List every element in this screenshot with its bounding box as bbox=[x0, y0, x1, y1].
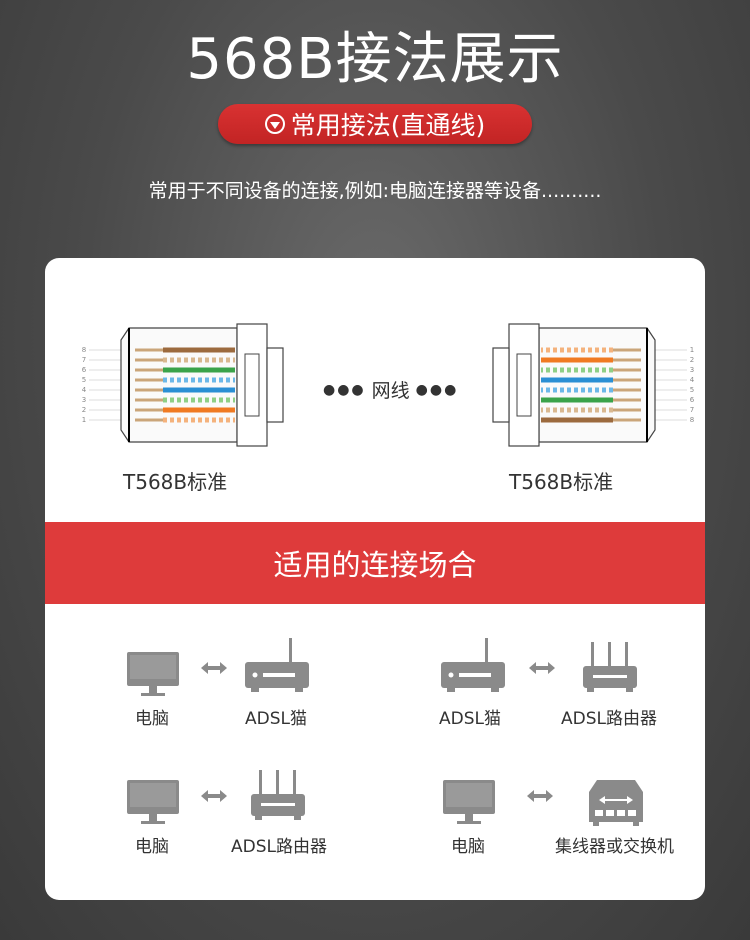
bidirectional-arrow-icon bbox=[201, 790, 227, 802]
pin-number: 4 bbox=[82, 386, 87, 394]
pin-number: 6 bbox=[82, 366, 87, 374]
dots-icon: ●●● bbox=[323, 381, 366, 398]
pin-number: 2 bbox=[690, 356, 694, 364]
pin-numbers-left: 8 7 6 5 4 3 2 1 bbox=[82, 346, 87, 424]
switch-icon bbox=[589, 780, 643, 826]
monitor-icon bbox=[127, 780, 179, 824]
scenario-1: 电脑 ADSL猫 bbox=[105, 638, 335, 729]
section-header: 适用的连接场合 bbox=[45, 522, 705, 604]
modem-icon bbox=[245, 638, 309, 692]
scenario-4: 电脑 集线器或交换机 bbox=[425, 766, 685, 860]
page-title: 568B接法展示 bbox=[186, 27, 564, 92]
scenario-left-label: 电脑 bbox=[135, 709, 169, 729]
chevron-down-circle-icon bbox=[264, 114, 285, 134]
pin-number: 3 bbox=[82, 396, 86, 404]
content-card: 8 7 6 5 4 3 2 1 bbox=[45, 258, 705, 900]
pin-number: 7 bbox=[690, 406, 694, 414]
pin-number: 4 bbox=[690, 376, 695, 384]
scenario-left-label: 电脑 bbox=[451, 837, 485, 857]
scenario-right-label: ADSL路由器 bbox=[231, 837, 327, 857]
pin-number: 7 bbox=[82, 356, 86, 364]
router-icon bbox=[583, 642, 637, 692]
monitor-icon bbox=[127, 652, 179, 696]
router-icon bbox=[251, 770, 305, 820]
scenario-left-label: 电脑 bbox=[135, 837, 169, 857]
pin-number: 5 bbox=[82, 376, 86, 384]
wiring-type-badge: 常用接法(直通线) bbox=[218, 104, 532, 144]
pin-number: 5 bbox=[690, 386, 694, 394]
pin-number: 1 bbox=[690, 346, 694, 354]
cable-label: ●●● 网线 ●●● bbox=[323, 380, 459, 402]
standard-label-right: T568B标准 bbox=[509, 470, 614, 494]
pin-number: 6 bbox=[690, 396, 695, 404]
rj45-connector-right: 1 2 3 4 5 6 7 8 bbox=[492, 323, 695, 447]
standard-label-left: T568B标准 bbox=[123, 470, 228, 494]
scenario-2: ADSL猫 ADSL路由器 bbox=[435, 638, 675, 729]
bidirectional-arrow-icon bbox=[527, 790, 553, 802]
modem-icon bbox=[441, 638, 505, 692]
dots-icon: ●●● bbox=[415, 381, 459, 398]
wiring-type-label: 常用接法(直通线) bbox=[290, 111, 486, 140]
pin-number: 3 bbox=[690, 366, 694, 374]
pin-numbers-right: 1 2 3 4 5 6 7 8 bbox=[690, 346, 695, 424]
pin-number: 2 bbox=[82, 406, 86, 414]
pin-number: 8 bbox=[690, 416, 694, 424]
pin-number: 1 bbox=[82, 416, 86, 424]
scenario-3: 电脑 ADSL路由器 bbox=[105, 766, 365, 860]
monitor-icon bbox=[443, 780, 495, 824]
bidirectional-arrow-icon bbox=[529, 662, 555, 674]
scenario-right-label: ADSL路由器 bbox=[561, 709, 657, 729]
bidirectional-arrow-icon bbox=[201, 662, 227, 674]
scenario-left-label: ADSL猫 bbox=[439, 709, 501, 729]
scenario-right-label: 集线器或交换机 bbox=[555, 837, 674, 857]
usage-description: 常用于不同设备的连接,例如:电脑连接器等设备.......... bbox=[148, 180, 602, 202]
scenario-right-label: ADSL猫 bbox=[245, 709, 307, 729]
pin-number: 8 bbox=[82, 346, 86, 354]
rj45-connector-left: 8 7 6 5 4 3 2 1 bbox=[82, 323, 284, 447]
